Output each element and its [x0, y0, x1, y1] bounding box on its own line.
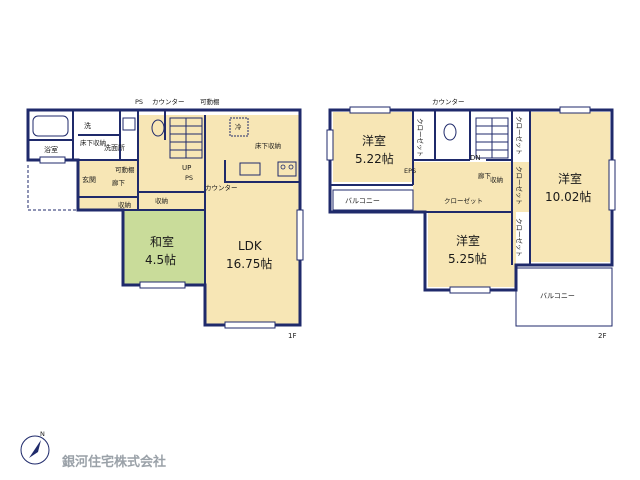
counter-label-1: カウンター	[152, 97, 185, 106]
ps-label-2: PS	[185, 174, 193, 182]
sink	[122, 117, 136, 131]
inner-walls-1f	[28, 110, 300, 325]
sen-label: 洗	[84, 121, 91, 130]
windows-1f	[39, 156, 304, 329]
windows-2f	[326, 106, 616, 294]
room-a-name: 洋室	[362, 133, 386, 148]
stairs-2f	[475, 117, 509, 159]
entry-dash	[27, 165, 78, 211]
dn-label: DN	[470, 154, 481, 162]
shuno-label-1: 収納	[155, 196, 168, 205]
stairs-1f	[169, 117, 203, 159]
hall-2f-floor	[413, 162, 530, 212]
closet-label-4: クローゼット	[444, 196, 483, 205]
balcony-1-outline	[332, 189, 414, 211]
rouka-2f-label: 廊下	[478, 171, 492, 180]
rouka-1f-label: 廊下	[112, 178, 126, 187]
ldk-floor	[205, 115, 300, 325]
company-watermark: 銀河住宅株式会社	[62, 454, 166, 470]
closet-label-5: クローゼット	[515, 218, 524, 257]
toilet-1f	[151, 119, 165, 137]
washitsu-name: 和室	[150, 234, 174, 249]
room-c-name: 洋室	[456, 233, 480, 248]
yukashita-label-2: 床下収納	[255, 141, 281, 150]
washitsu-size: 4.5帖	[145, 252, 176, 267]
compass-n-label: N	[40, 430, 45, 438]
kadodana-label-2: 可動棚	[200, 97, 220, 106]
fridge	[229, 117, 249, 137]
room-b-name: 洋室	[558, 171, 582, 186]
ldk-name: LDK	[238, 239, 263, 253]
floor1-label: 1F	[288, 332, 296, 340]
balcony-2-label: バルコニー	[540, 292, 575, 300]
closet-label-2: クローゼット	[515, 116, 524, 155]
compass-icon: N	[20, 430, 50, 465]
kadodana-label-1: 可動棚	[115, 165, 135, 174]
eps-label: EPS	[404, 167, 416, 175]
entry-floor	[78, 160, 138, 210]
counter-2f-label: カウンター	[432, 97, 465, 106]
rei-label: 冷	[235, 122, 242, 131]
kitchen-sink	[239, 162, 261, 176]
bathtub	[32, 115, 69, 137]
storage-floor	[138, 192, 205, 210]
genkan-label: 玄関	[82, 175, 96, 184]
stove	[277, 161, 297, 177]
up-label: UP	[182, 164, 191, 172]
toilet-2f	[443, 123, 457, 141]
floor2-label: 2F	[598, 332, 606, 340]
shuno-label-2: 収納	[118, 200, 131, 209]
floor-1: LDK 16.75帖 和室 4.5帖 浴室 玄関 洗 洗面所 床下収納 廊下 可…	[26, 97, 304, 340]
closet-label-1: クローゼット	[416, 118, 425, 157]
senmenjo-label: 洗面所	[104, 143, 125, 152]
counter-label-2: カウンター	[205, 183, 238, 192]
burner-icon	[280, 164, 286, 170]
room-c-floor	[428, 212, 516, 287]
kitchen-floor	[225, 155, 300, 185]
room-b-size: 10.02帖	[545, 189, 591, 204]
washitsu-floor	[123, 210, 205, 285]
burner-icon	[288, 164, 294, 170]
balcony-1-label: バルコニー	[345, 197, 380, 205]
room-a-size: 5.22帖	[355, 151, 394, 166]
bath-label: 浴室	[44, 145, 58, 154]
room-a-floor	[333, 112, 413, 182]
ps-label-1: PS	[135, 98, 143, 106]
closet-label-3: クローゼット	[515, 166, 524, 205]
inner-walls-2f	[330, 110, 531, 265]
room-b-floor	[530, 112, 610, 262]
balcony-2-outline	[515, 267, 613, 327]
floor-2: 洋室 5.22帖 洋室 10.02帖 洋室 5.25帖 バルコニー バルコニー …	[326, 97, 616, 340]
ldk-size: 16.75帖	[226, 256, 272, 271]
yukashita-label: 床下収納	[80, 138, 106, 147]
room-c-size: 5.25帖	[448, 251, 487, 266]
shuno-2f-label: 収納	[490, 175, 503, 184]
